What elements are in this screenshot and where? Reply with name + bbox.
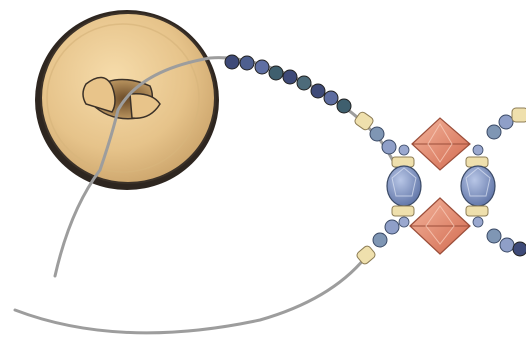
lower-seed-beads xyxy=(355,220,399,266)
button-clasp xyxy=(35,10,219,190)
faceted-bead-left xyxy=(387,157,421,216)
bicone-bead-bottom xyxy=(410,198,470,254)
wire-lower-tail xyxy=(15,258,365,333)
bicone-bead-top xyxy=(412,118,470,170)
upper-seed-beads xyxy=(225,55,396,154)
faceted-bead-right xyxy=(461,157,495,216)
